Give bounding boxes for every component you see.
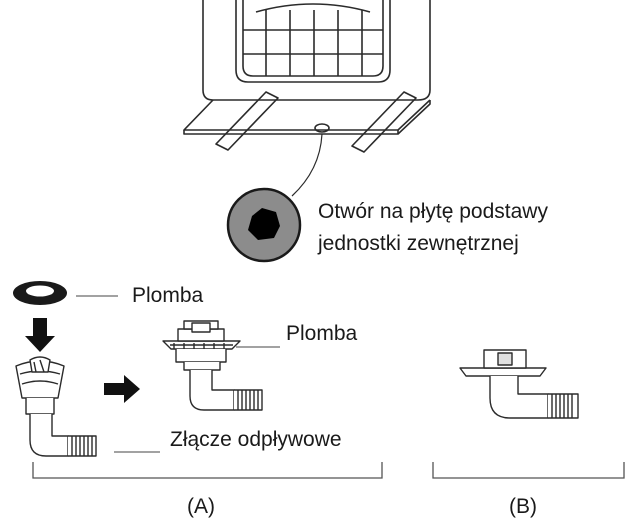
bracket-a [32, 462, 383, 479]
base-hole-label-line2: jednostki zewnętrznej [318, 232, 519, 255]
base-hole-label-line1: Otwór na płytę podstawy [318, 200, 548, 223]
group-b-label: (B) [509, 495, 537, 518]
drain-joint-b [459, 349, 579, 419]
drain-joint-assembled [162, 320, 263, 411]
base-hole-detail [226, 187, 302, 263]
seal-ring-a [13, 281, 67, 305]
right-arrow-icon [104, 375, 140, 403]
outdoor-unit-base-illustration [183, 0, 431, 197]
group-a-label: (A) [187, 495, 215, 518]
drain-joint-exploded [15, 356, 97, 457]
seal-label-a: Plomba [132, 284, 204, 307]
seal-label-b: Plomba [286, 322, 358, 345]
bracket-b [432, 462, 625, 479]
down-arrow-icon [25, 318, 55, 352]
drain-joint-label: Złącze odpływowe [170, 428, 342, 451]
